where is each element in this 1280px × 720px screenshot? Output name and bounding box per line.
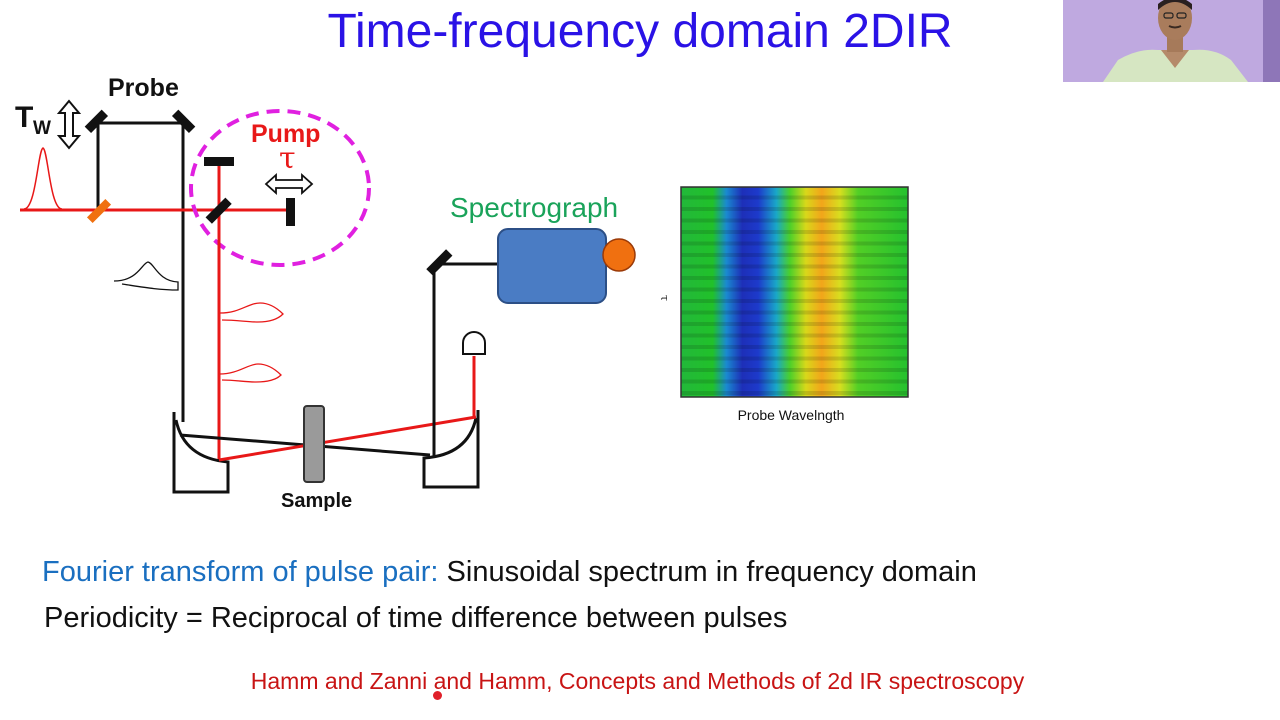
spectrogram-fringes bbox=[681, 187, 908, 397]
beam-splitter-icon bbox=[205, 197, 232, 224]
delay-double-arrow-icon bbox=[264, 172, 314, 196]
beam-splitter-icon bbox=[86, 198, 112, 224]
probe-label: Probe bbox=[108, 74, 179, 102]
beam-dump-icon bbox=[462, 331, 486, 355]
mirror-icon bbox=[171, 109, 196, 134]
tw-label: T W bbox=[15, 101, 51, 139]
mirror-icon bbox=[84, 109, 109, 134]
spectrograph-label: Spectrograph bbox=[450, 192, 618, 223]
spectrogram-ylabel: τ bbox=[658, 295, 671, 301]
movable-mirror-icon bbox=[286, 198, 295, 226]
left-parabolic-mirror bbox=[172, 412, 230, 494]
slide-title: Time-frequency domain 2DIR bbox=[327, 5, 953, 58]
spectrogram-frame bbox=[680, 186, 909, 398]
bullet-text: Sinusoidal spectrum in frequency domain bbox=[438, 556, 977, 588]
presenter-image bbox=[1063, 0, 1280, 82]
tw-main-text: T bbox=[15, 101, 33, 134]
probe-pulse bbox=[113, 261, 179, 291]
tw-double-arrow-icon bbox=[56, 99, 82, 150]
pump-interferometer bbox=[204, 157, 314, 460]
sample-label: Sample bbox=[281, 490, 352, 512]
input-pulse bbox=[23, 147, 63, 210]
pump-pulse-1 bbox=[219, 302, 284, 323]
spectrograph-box bbox=[497, 228, 607, 304]
laser-pointer-dot bbox=[433, 691, 442, 700]
spectrogram-xlabel: Probe Wavelngth bbox=[738, 407, 845, 423]
sample-cell bbox=[303, 405, 325, 483]
citation: Hamm and Zanni and Hamm, Concepts and Me… bbox=[250, 668, 1025, 694]
pump-focus-beam bbox=[218, 415, 477, 462]
mirror-icon bbox=[204, 157, 234, 166]
spectrogram-plot: τ Probe Wavelngth bbox=[658, 186, 909, 423]
bullet-highlight: Fourier transform of pulse pair: bbox=[42, 556, 439, 588]
bullet-fourier-transform: Fourier transform of pulse pair: Sinusoi… bbox=[42, 556, 977, 589]
mirror-icon bbox=[426, 249, 453, 276]
bullet-periodicity: Periodicity = Reciprocal of time differe… bbox=[44, 602, 788, 634]
right-parabolic-mirror bbox=[422, 410, 480, 489]
pump-label: Pump bbox=[251, 120, 320, 148]
pump-pulse-2 bbox=[219, 363, 282, 383]
tau-label: τ bbox=[279, 141, 296, 176]
detector-icon bbox=[602, 238, 636, 272]
probe-delay-line bbox=[84, 109, 196, 422]
presenter-webcam bbox=[1063, 0, 1280, 82]
pump-region-circle bbox=[189, 109, 371, 267]
tw-subscript-text: W bbox=[33, 118, 51, 139]
